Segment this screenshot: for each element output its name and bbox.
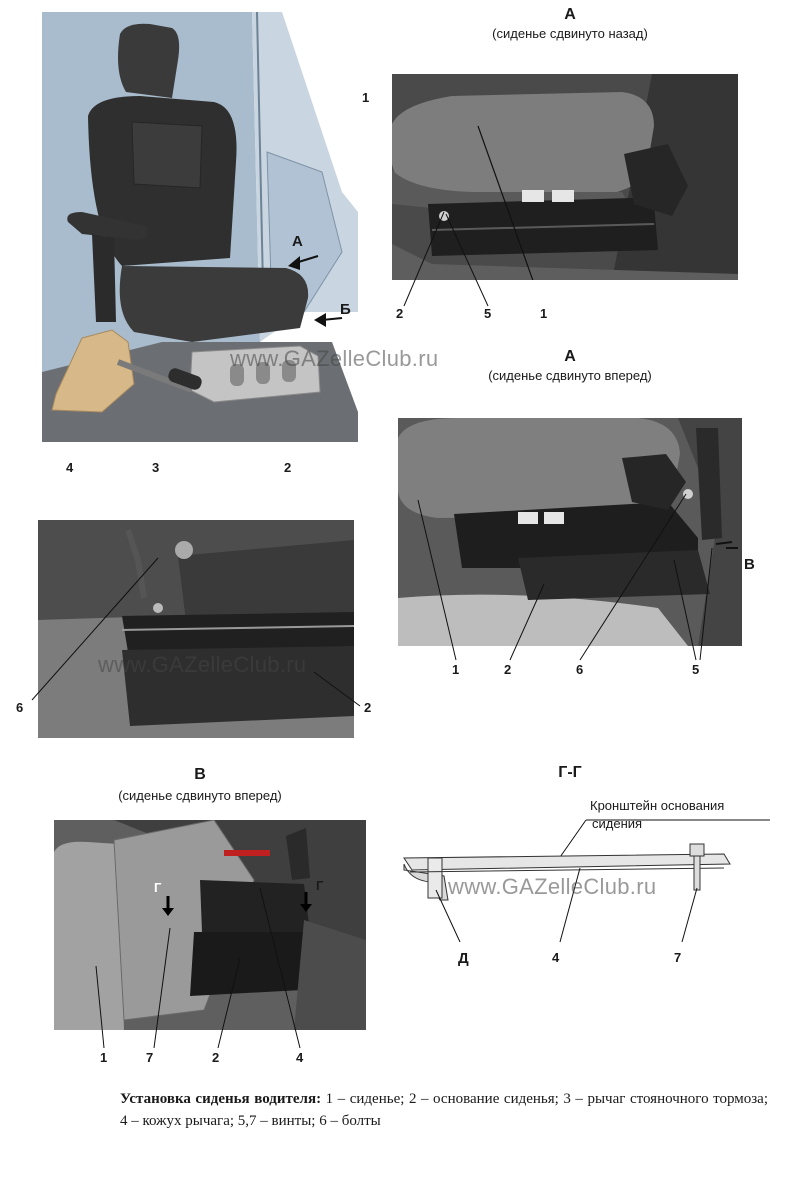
a-back-label-1: 1	[540, 306, 548, 321]
photo-a-back	[392, 74, 738, 280]
view-a-back-title: А	[564, 6, 576, 23]
detail-label-2: 2	[364, 700, 372, 715]
section-label-d: Д	[458, 950, 469, 967]
a-front-label-v: В	[744, 556, 755, 573]
photo-bolt-detail	[38, 520, 354, 738]
v-label-2: 2	[212, 1050, 220, 1065]
a-back-label-2: 2	[396, 306, 404, 321]
a-back-label-5: 5	[484, 306, 492, 321]
main-label-3: 3	[152, 460, 160, 475]
caption-text: 1 – сиденье; 2 – основание сиденья; 3 – …	[120, 1091, 768, 1129]
v-label-4: 4	[296, 1050, 304, 1065]
caption-title: Установка сиденья водителя:	[120, 1091, 322, 1107]
label-b-arrow: Б	[340, 301, 351, 318]
watermark-1: www.GAZelleClub.ru	[230, 346, 439, 371]
main-label-2: 2	[284, 460, 292, 475]
photo-a-front	[398, 418, 742, 646]
section-title: Г-Г	[558, 764, 582, 781]
detail-label-6: 6	[16, 700, 24, 715]
view-a-back-subtitle: (сиденье сдвинуто назад)	[492, 26, 648, 41]
watermark-2: www.GAZelleClub.ru	[98, 652, 307, 677]
a-front-label-5: 5	[692, 662, 700, 677]
a-front-label-2: 2	[504, 662, 512, 677]
seat-illustration	[42, 12, 358, 442]
main-label-1: 1	[362, 90, 370, 105]
figure-caption: Установка сиденья водителя: 1 – сиденье;…	[120, 1088, 768, 1132]
v-label-1: 1	[100, 1050, 108, 1065]
view-v-subtitle: (сиденье сдвинуто вперед)	[118, 788, 282, 803]
view-v-title: В	[194, 766, 206, 783]
section-label-4: 4	[552, 950, 560, 965]
label-a-arrow: А	[292, 233, 303, 250]
photo-view-v	[54, 820, 366, 1030]
bracket-label-line1: Кронштейн основания	[590, 798, 725, 813]
section-label-7: 7	[674, 950, 682, 965]
v-label-g-left: Г	[154, 880, 162, 895]
watermark-3: www.GAZelleClub.ru	[448, 874, 657, 899]
a-front-label-6: 6	[576, 662, 584, 677]
v-label-7: 7	[146, 1050, 154, 1065]
bracket-label-line2: сидения	[592, 816, 643, 831]
view-a-front-title: А	[564, 348, 576, 365]
view-a-front-subtitle: (сиденье сдвинуто вперед)	[488, 368, 652, 383]
a-front-label-1: 1	[452, 662, 460, 677]
v-label-g-right: Г	[316, 878, 324, 893]
main-label-4: 4	[66, 460, 74, 475]
